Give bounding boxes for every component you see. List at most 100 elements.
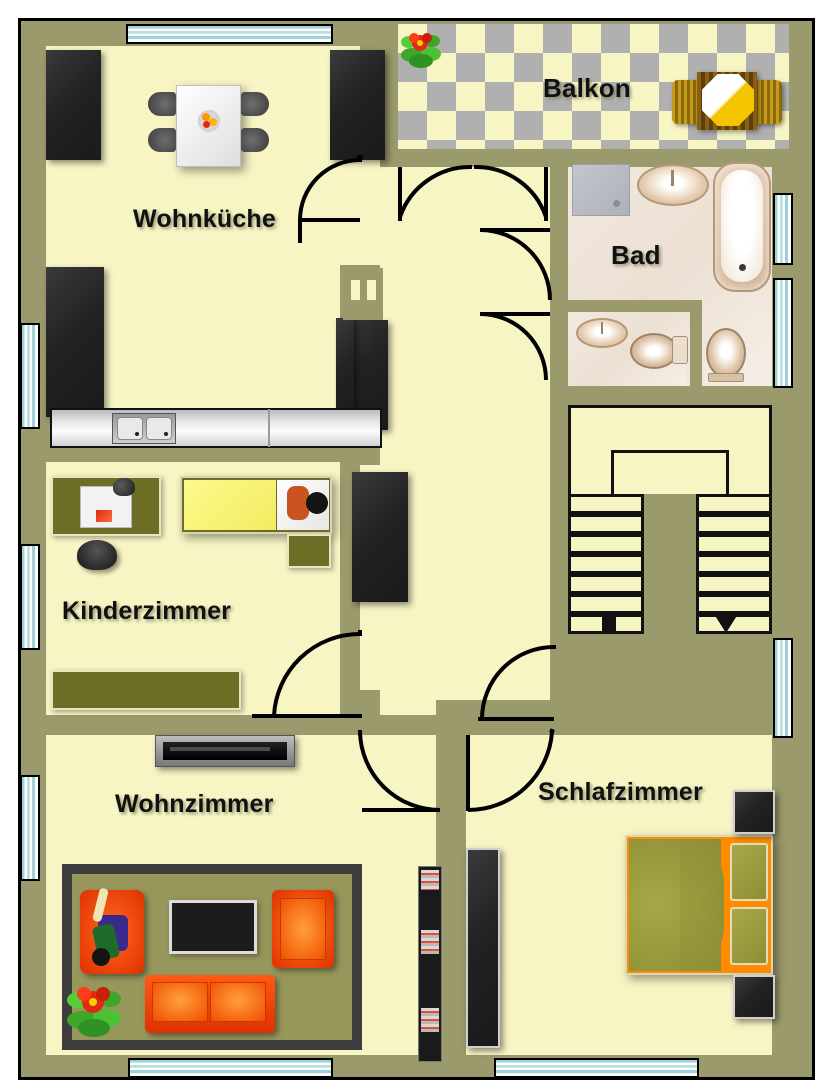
window-wohnzimmer-bottom (128, 1058, 333, 1078)
dining-chair-top-left (148, 92, 176, 116)
kinderzimmer-sideboard (51, 670, 241, 710)
schlafzimmer-pillow-top (730, 843, 768, 901)
kitchen-cabinet-right-lower-b (336, 318, 354, 433)
balcony-chair-right (752, 80, 782, 124)
wall-hall-bottom (360, 715, 789, 735)
niche-slot-right (367, 280, 376, 300)
guest-wc-basin-tap (601, 322, 603, 334)
wohnzimmer-plant-icon (66, 980, 124, 1043)
stair-step (696, 494, 772, 514)
sink-basin-right (146, 417, 172, 440)
sink-drain-left (135, 432, 139, 436)
wall-wc-right (690, 300, 702, 392)
fruit-orange-1 (202, 113, 210, 121)
room-label-bad: Bad (611, 240, 661, 270)
bookshelf-books-top (421, 870, 439, 890)
desk-lamp (113, 478, 135, 496)
schlafzimmer-wardrobe (466, 848, 500, 1048)
schlafzimmer-nightstand-top (733, 790, 775, 834)
schlafzimmer-nightstand-bottom (733, 975, 775, 1019)
stair-step (568, 574, 644, 594)
bookshelf-books-mid (421, 930, 439, 954)
guest-toilet-cistern (672, 336, 688, 364)
kitchen-wall-niche (343, 268, 383, 320)
stair-step (568, 494, 644, 514)
bookshelf-books-bottom (421, 1008, 439, 1032)
dining-chair-bottom-right (241, 128, 269, 152)
stair-step (568, 534, 644, 554)
wall-staircase-left (550, 405, 568, 731)
kitchen-cabinet-left-lower (46, 267, 104, 417)
stair-step (696, 554, 772, 574)
counter-seam (268, 409, 270, 447)
kinderzimmer-wardrobe (352, 472, 408, 602)
room-label-wohnzimmer: Wohnzimmer (115, 790, 274, 818)
door-wohnzimmer[interactable] (358, 730, 444, 814)
room-label-kinderzimmer: Kinderzimmer (62, 597, 232, 625)
balcony-table-top (702, 74, 754, 126)
stair-step (696, 594, 772, 614)
door-wohnkueche[interactable] (295, 155, 385, 250)
window-staircase-right (773, 638, 793, 738)
stair-step (568, 594, 644, 614)
door-bad[interactable] (478, 228, 556, 306)
wohnzimmer-tv-screen (163, 742, 287, 760)
shower-tray (572, 164, 630, 216)
door-entry-double[interactable] (398, 164, 550, 227)
stair-step (696, 514, 772, 534)
room-label-balkon: Balkon (543, 73, 631, 103)
door-wohnzimmer-leaf (362, 808, 440, 812)
wohnzimmer-coffee-table (169, 900, 257, 954)
guest-toilet (630, 333, 678, 369)
door-schlafzimmer-jamb (466, 735, 470, 811)
bathtub-drain (739, 264, 746, 271)
dining-chair-bottom-left (148, 128, 176, 152)
wall-kinderzimmer-bottom (46, 715, 360, 735)
wall-bad-left (550, 149, 568, 407)
door-guest-wc[interactable] (478, 312, 556, 382)
door-staircase-leaf (478, 717, 554, 721)
bed-person (287, 486, 309, 520)
doorway-line-hall-left (358, 730, 362, 735)
desk-paper-mark (96, 510, 112, 522)
schlafzimmer-bed-blanket-fold (680, 839, 724, 971)
kitchen-counter (50, 408, 382, 448)
stair-step (568, 514, 644, 534)
niche-slot-left (351, 280, 360, 300)
window-kitchen-left (20, 323, 40, 429)
door-kinderzimmer[interactable] (252, 630, 364, 722)
schlafzimmer-pillow-bottom (730, 907, 768, 965)
window-schlafzimmer-bottom (494, 1058, 699, 1078)
wohnzimmer-armchair-right-seat (280, 898, 326, 960)
door-wohnkueche-leaf (298, 218, 360, 222)
wall-stub-schlaf (466, 700, 566, 720)
wall-balcony-bottom (380, 149, 789, 167)
room-label-wohnkueche: Wohnküche (133, 205, 277, 233)
bad-toilet (706, 328, 746, 378)
window-kinderzimmer-left (20, 544, 40, 650)
kinderzimmer-nightstand (287, 534, 331, 568)
stair-step (568, 554, 644, 574)
stair-step (696, 534, 772, 554)
stair-step (696, 574, 772, 594)
wall-bad-wc (550, 300, 702, 312)
fruit-orange-2 (209, 118, 217, 126)
kitchen-cabinet-right-top (330, 50, 385, 160)
window-kitchen-top (126, 24, 333, 44)
arrow-down-icon (712, 612, 740, 639)
door-schlafzimmer[interactable] (464, 728, 555, 814)
bed-person-head (306, 492, 328, 514)
door-staircase[interactable] (478, 645, 558, 725)
schlafzimmer-bookshelf (418, 866, 442, 1062)
staircase-center-shaft (644, 494, 696, 633)
door-kinderzimmer-leaf (252, 714, 362, 718)
window-wohnzimmer-left (20, 775, 40, 881)
room-label-schlafzimmer: Schlafzimmer (538, 778, 703, 806)
bathtub-inner (721, 170, 763, 282)
dining-chair-top-right (241, 92, 269, 116)
shower-drain (613, 200, 620, 207)
wohnzimmer-person-head (92, 948, 110, 966)
kitchen-cabinet-left-top (46, 50, 101, 160)
wohnzimmer-sofa-cushion-left (152, 982, 208, 1022)
